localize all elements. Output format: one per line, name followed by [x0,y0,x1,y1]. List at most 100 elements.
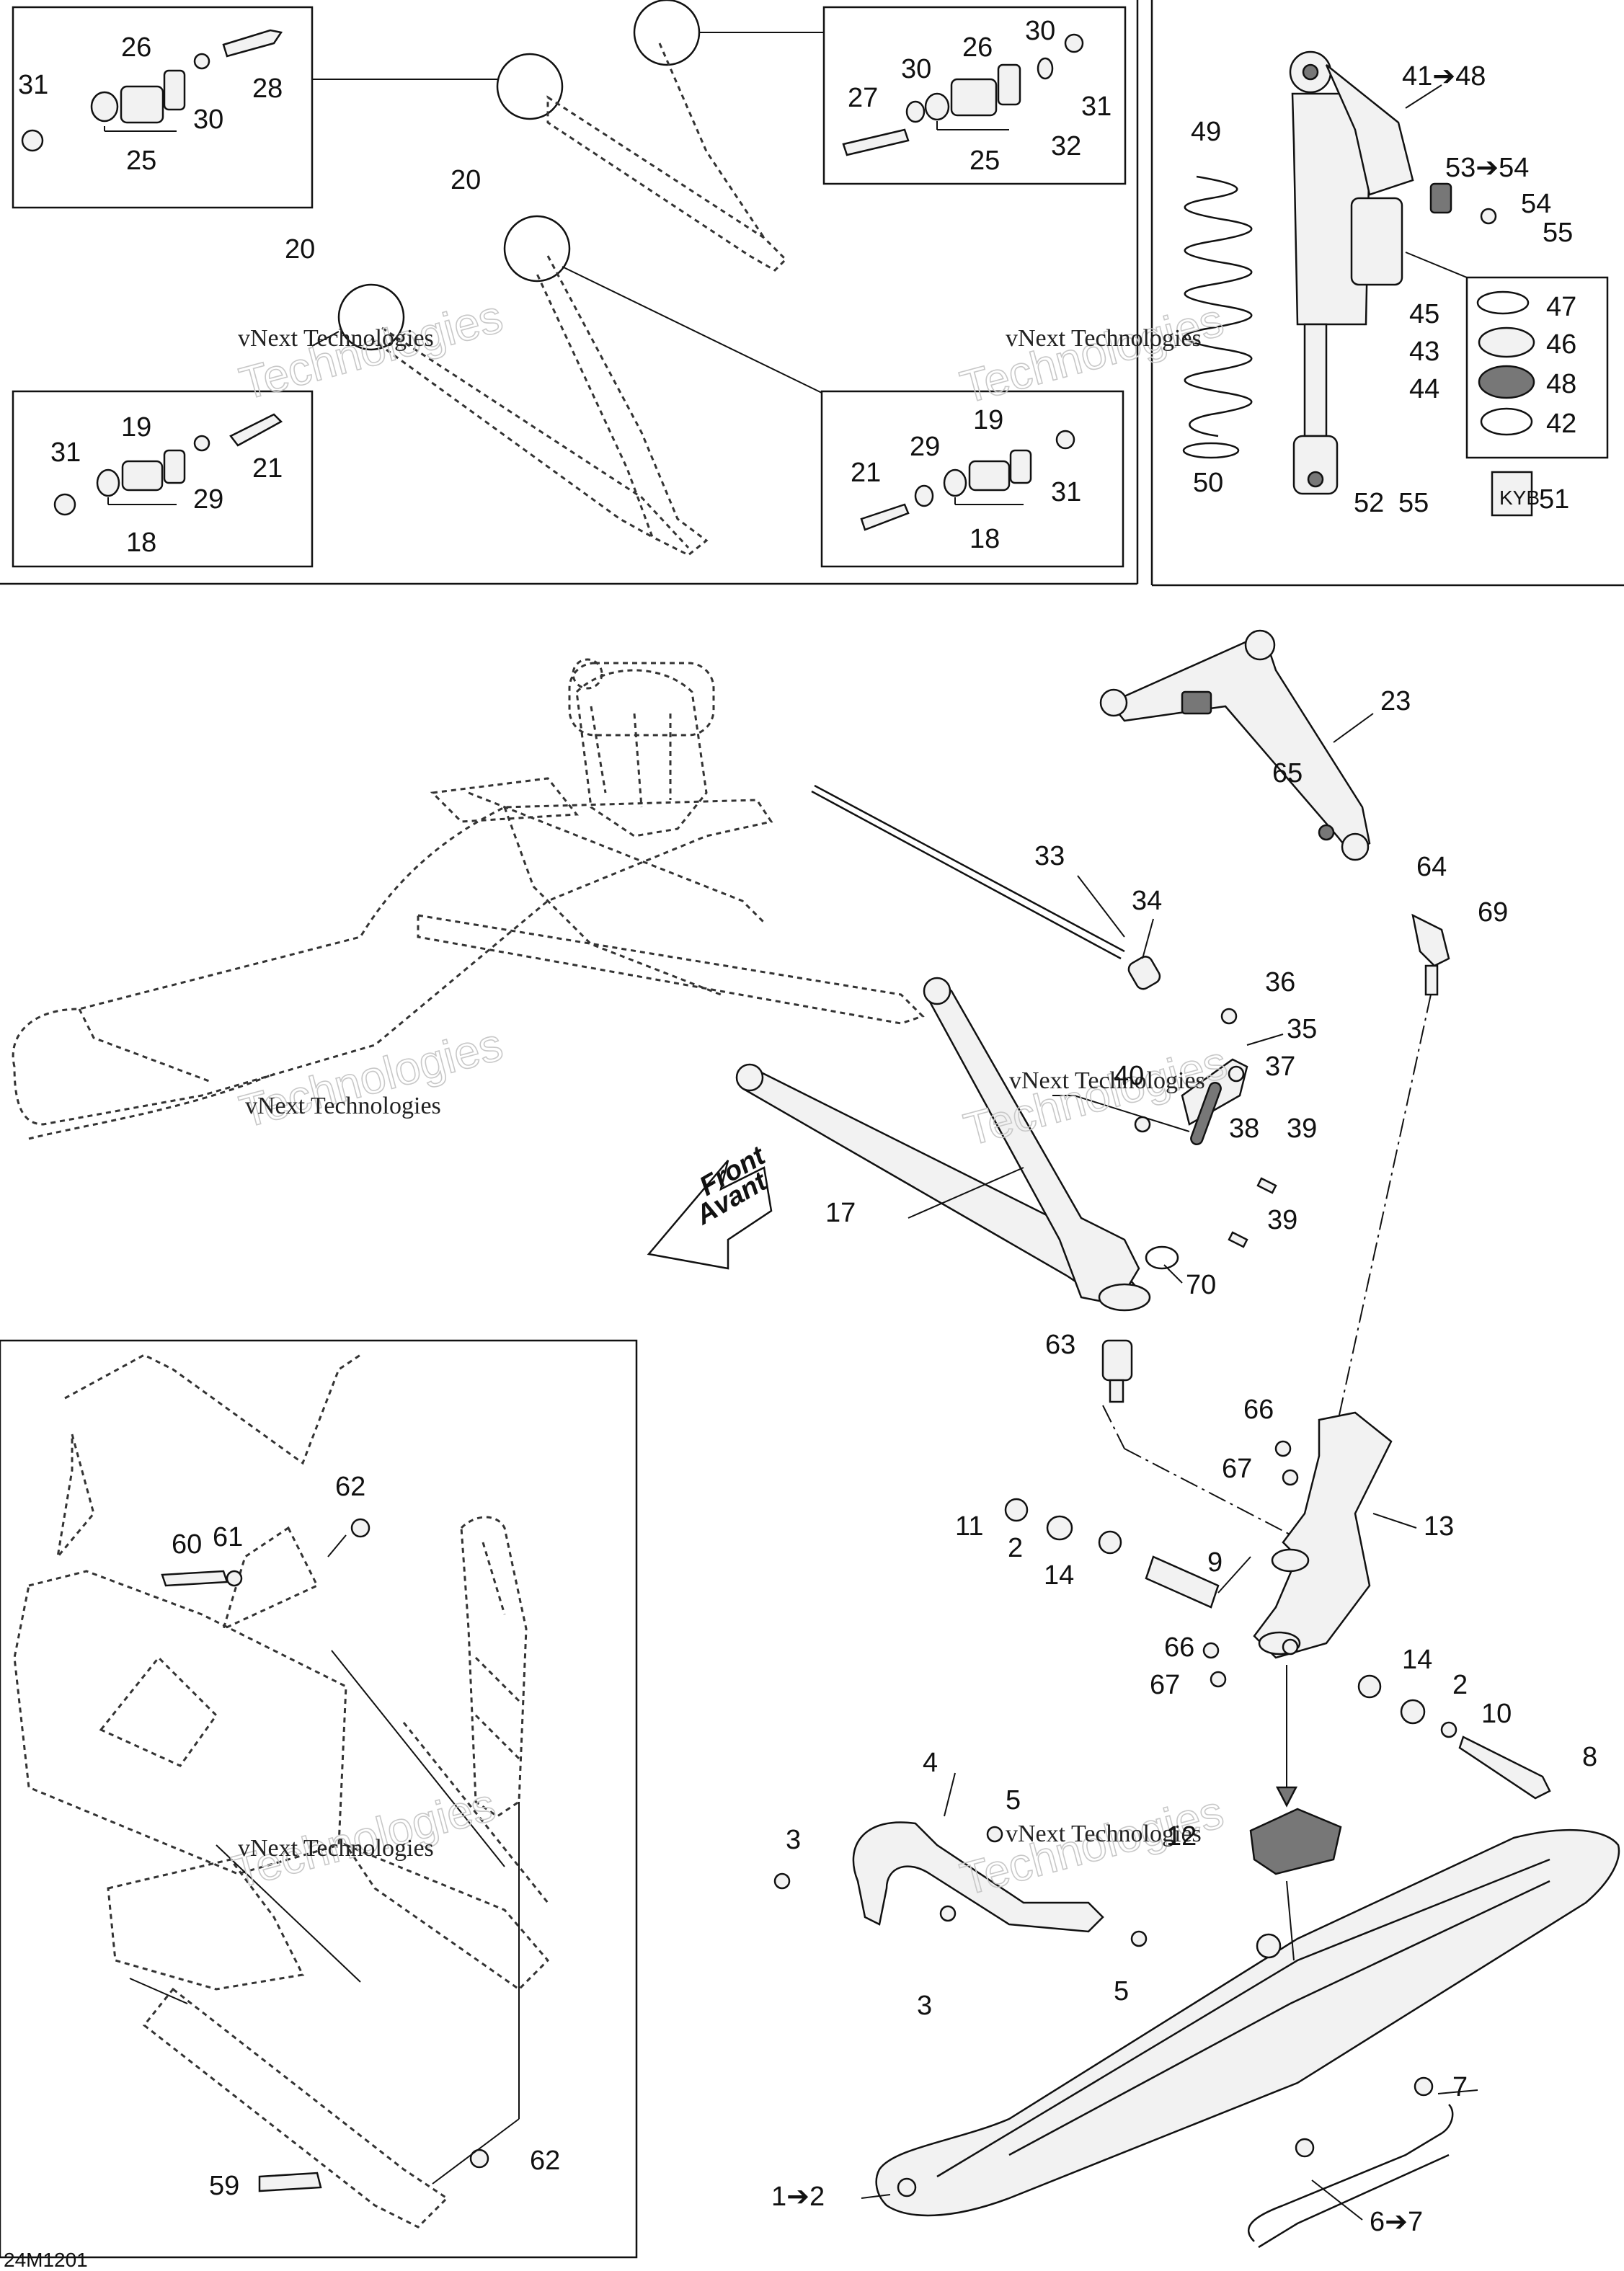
label-43: 43 [1409,337,1439,367]
label-29: 29 [193,484,223,515]
upper-a-arm-illustration [311,0,824,556]
label-37: 37 [1265,1052,1295,1082]
label-9: 9 [1207,1547,1223,1578]
label-70: 70 [1186,1270,1216,1300]
label-14: 14 [1044,1560,1074,1591]
label-leaders [861,713,1478,2221]
hardware-stack-upper-right [842,33,1084,156]
label-21: 21 [851,458,881,488]
label-35: 35 [1287,1014,1317,1044]
label-23: 23 [1380,686,1411,716]
label-51: 51 [1539,484,1569,515]
inset-frame-mounting-view [0,1339,638,2259]
label-25: 25 [969,146,1000,176]
watermark-text-6: vNext Technologies [1006,1821,1202,1847]
hardware-stack-lower-left [53,413,283,516]
front-direction-arrow: Front Avant [647,1140,773,1270]
label-34: 34 [1132,886,1162,916]
inset-lower-right-hardware [820,390,1124,568]
label-5: 5 [1114,1976,1129,2006]
label-18: 18 [969,524,1000,554]
label-64: 64 [1416,852,1447,882]
ski [875,1828,1620,2217]
inset-shock-seals [1465,276,1609,459]
ski-wear-pad [1249,1665,1342,1961]
upper-a-arm [1099,629,1371,861]
inset-upper-left-hardware [12,6,314,209]
label-3: 3 [786,1825,801,1855]
axle-hardware [1004,1440,1551,1800]
label-46: 46 [1546,329,1576,360]
label-3: 3 [917,1991,932,2021]
label-29: 29 [910,432,940,462]
label-67: 67 [1222,1454,1252,1484]
label-2: 2 [1008,1533,1023,1563]
label-55: 55 [1543,218,1573,248]
label-67: 67 [1150,1670,1180,1700]
label-10: 10 [1481,1699,1512,1729]
lower-a-arm [735,977,1179,1312]
label-52: 52 [1354,488,1384,518]
part-labels: 31 26 30 28 25 27 30 26 30 31 32 25 20 2… [4,16,1597,2271]
label-44: 44 [1409,374,1439,404]
label-66: 66 [1164,1632,1194,1663]
label-49: 49 [1191,117,1221,147]
label-31: 31 [50,437,81,468]
label-40: 40 [1114,1061,1144,1091]
label-1-2: 1➔2 [771,2182,825,2212]
shock-absorber-illustration: KYB [1182,50,1540,517]
label-19: 19 [121,412,151,443]
label-69: 69 [1478,897,1508,928]
label-12: 12 [1166,1821,1197,1852]
label-14: 14 [1402,1645,1432,1675]
label-59: 59 [209,2171,239,2201]
inset-upper-right-hardware [822,6,1127,185]
label-41-48: 41➔48 [1402,61,1486,92]
front-suspension-assembly-outline [12,658,925,1140]
label-62: 62 [530,2146,560,2176]
label-18: 18 [126,528,156,558]
label-7: 7 [1452,2072,1468,2102]
label-28: 28 [252,74,283,104]
diagram-code: 24M1201 [4,2249,88,2271]
label-30: 30 [193,105,223,135]
ball-joints [1101,913,1450,1550]
label-2: 2 [1452,1670,1468,1700]
label-45: 45 [1409,299,1439,329]
label-21: 21 [252,453,283,484]
watermark-text-2: vNext Technologies [1006,325,1202,352]
label-54: 54 [1521,189,1551,219]
label-39: 39 [1287,1114,1317,1144]
frame-mounting-view [13,1354,550,2228]
ski-handle [773,1821,1148,1947]
label-17: 17 [825,1198,856,1228]
label-47: 47 [1546,292,1576,322]
label-30: 30 [1025,16,1055,46]
ski-runner [1248,2076,1454,2249]
label-63: 63 [1045,1330,1075,1360]
label-38: 38 [1229,1114,1259,1144]
label-31: 31 [1051,477,1081,507]
watermark-ghost-2: Technologies [955,293,1228,413]
hardware-stack-upper-left [21,29,283,152]
label-11: 11 [955,1511,983,1542]
label-66: 66 [1243,1395,1274,1425]
label-6-7: 6➔7 [1370,2207,1423,2237]
label-31: 31 [1081,92,1111,122]
watermarks: Technologies vNext Technologies Technolo… [226,289,1233,1906]
label-5: 5 [1006,1785,1021,1816]
stabilizer-bar [811,784,1161,990]
label-65: 65 [1272,758,1303,788]
label-55: 55 [1398,488,1429,518]
label-48: 48 [1546,369,1576,399]
label-27: 27 [848,83,878,113]
label-4: 4 [923,1748,938,1778]
label-20: 20 [451,165,481,195]
spindle [1253,1411,1393,1659]
label-53-54: 53➔54 [1445,153,1529,183]
coil-spring [1182,175,1253,459]
watermark-ghost-3: Technologies [234,1018,507,1137]
label-25: 25 [126,146,156,176]
